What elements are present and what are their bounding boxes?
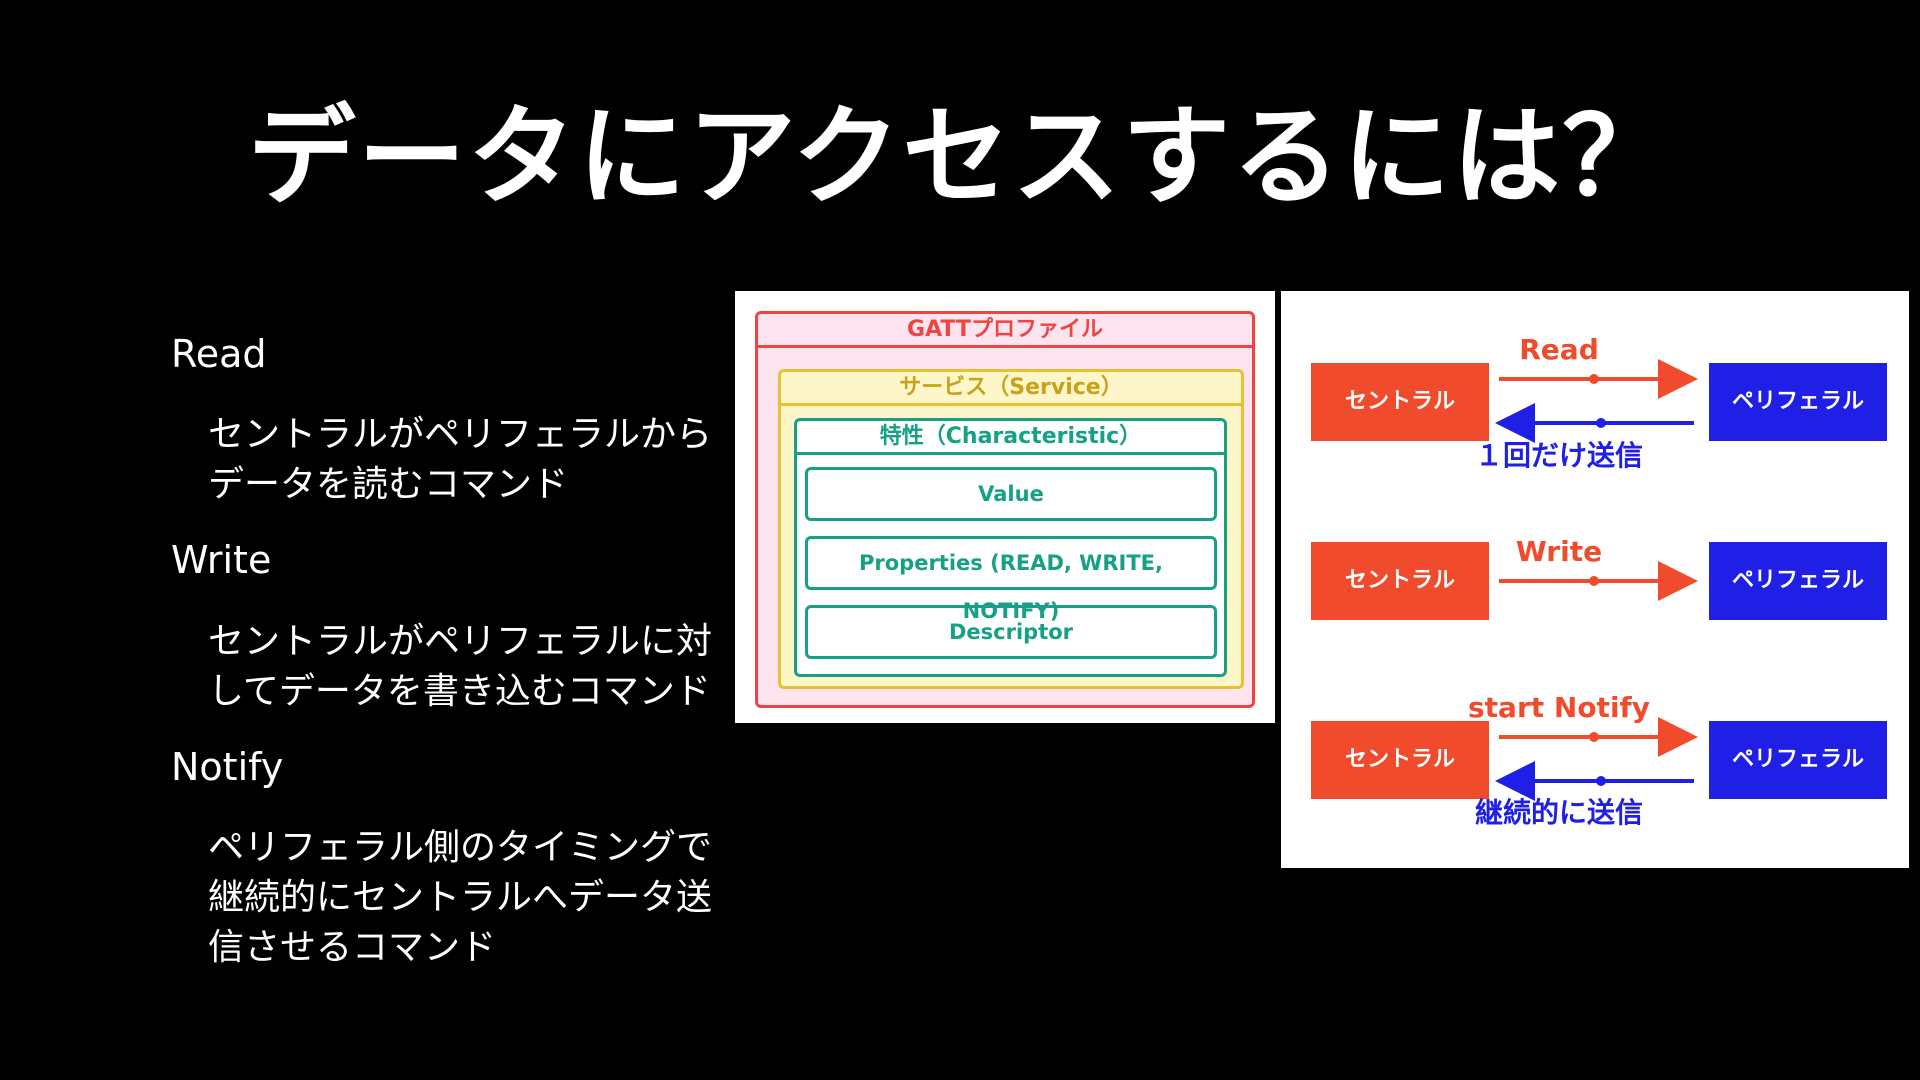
arrow-dot (1596, 776, 1606, 786)
slide-title: データにアクセスするには？ (247, 95, 1673, 220)
desc-line: 継続的にセントラルへデータ送 (208, 877, 713, 918)
arrow-dot (1589, 732, 1599, 742)
characteristic-box: 特性（Characteristic） Value Properties (REA… (794, 418, 1227, 677)
command-write-desc: セントラルがペリフェラルに対 してデータを書き込むコマンド (208, 617, 712, 717)
central-node: セントラル (1311, 721, 1489, 799)
command-notify-desc: ペリフェラル側のタイミングで 継続的にセントラルへデータ送 信させるコマンド (208, 823, 712, 973)
command-write-name: Write (171, 538, 272, 582)
command-notify-name: Notify (171, 745, 284, 789)
peripheral-node: ペリフェラル (1709, 542, 1887, 620)
desc-line: セントラルがペリフェラルに対 (208, 621, 713, 662)
gatt-profile-label: GATTプロファイル (758, 314, 1252, 348)
arrow-dot (1596, 418, 1606, 428)
desc-line: ペリフェラル側のタイミングで (208, 827, 713, 868)
central-node: セントラル (1311, 363, 1489, 441)
peripheral-node: ペリフェラル (1709, 721, 1887, 799)
gatt-profile-box: GATTプロファイル サービス（Service） 特性（Characterist… (755, 311, 1255, 708)
gatt-diagram-panel: GATTプロファイル サービス（Service） 特性（Characterist… (735, 291, 1275, 723)
descriptor-box: Descriptor (805, 605, 1217, 659)
continuous-send-label: 継続的に送信 (1474, 796, 1643, 829)
arrow-dot (1589, 576, 1599, 586)
write-label: Write (1515, 535, 1603, 568)
command-read-name: Read (171, 332, 267, 376)
read-label: Read (1519, 333, 1599, 366)
flow-diagram-panel: セントラル ペリフェラル Read １回だけ送信 セントラル ペリフェラル Wr… (1281, 291, 1909, 868)
service-box: サービス（Service） 特性（Characteristic） Value P… (778, 369, 1244, 689)
characteristic-label: 特性（Characteristic） (797, 421, 1224, 455)
central-node: セントラル (1311, 542, 1489, 620)
properties-box: Properties (READ, WRITE, NOTIFY) (805, 536, 1217, 623)
arrow-dot (1589, 374, 1599, 384)
service-label: サービス（Service） (781, 372, 1241, 406)
command-read-desc: セントラルがペリフェラルから データを読むコマンド (208, 410, 712, 510)
send-once-label: １回だけ送信 (1474, 439, 1643, 472)
value-box: Value (805, 467, 1217, 521)
start-notify-label: start Notify (1468, 691, 1650, 724)
peripheral-node: ペリフェラル (1709, 363, 1887, 441)
desc-line: してデータを書き込むコマンド (208, 671, 711, 712)
desc-line: データを読むコマンド (208, 464, 569, 505)
desc-line: セントラルがペリフェラルから (208, 414, 713, 455)
flow-arrows (1495, 359, 1698, 801)
desc-line: 信させるコマンド (208, 927, 497, 968)
